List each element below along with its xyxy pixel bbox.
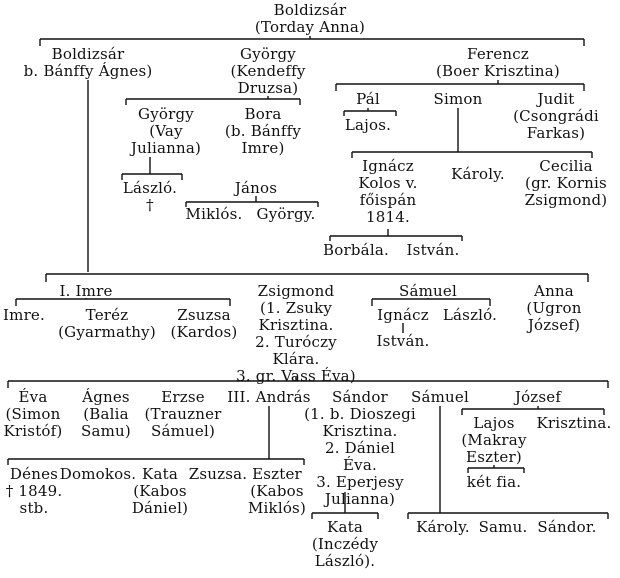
node-karoly-samuel-son: Károly. [416,518,470,536]
node-karoly-simon-son: Károly. [451,165,505,183]
node-gyorgy-vay: György (Vay Julianna) [130,105,202,157]
node-terez: Teréz (Gyarmathy) [58,306,156,341]
node-domokos: Domokos. [59,465,137,483]
node-denes: Dénes † 1849. stb. [5,465,63,517]
node-kata-kabos: Kata (Kabos Dániel) [131,465,189,517]
node-agnes: Ágnes (Balia Samu) [81,388,131,440]
node-sandor-samuel-son: Sándor. [537,518,597,536]
node-zsigmond: Zsigmond (1. Zsuky Krisztina. 2. Turóczy… [236,282,356,385]
node-bora: Bora (b. Bánffy Imre) [224,105,302,157]
node-ignacz-kolos: Ignácz Kolos v. főispán 1814. [358,157,418,226]
node-anna: Anna (Ugron József) [526,282,582,334]
node-kata-inczedy: Kata (Inczédy László). [311,518,379,570]
node-gyorgy-kendeffy: György (Kendeffy Druzsa) [230,45,306,97]
node-eva: Éva (Simon Kristóf) [3,388,63,440]
node-ferencz: Ferencz (Boer Krisztina) [436,45,560,80]
node-imre-son: Imre. [3,306,45,324]
node-janos: János [234,179,278,197]
node-cecilia: Cecilia (gr. Kornis Zsigmond) [524,157,608,209]
node-pal: Pál [356,90,380,108]
node-judit: Judit (Csongrádi Farkas) [513,90,599,142]
node-samu: Samu. [478,518,528,536]
node-samuel-younger: Sámuel [411,388,469,406]
node-andras-iii: III. András [227,388,311,406]
node-samuel-elder: Sámuel [399,282,457,300]
node-sandor: Sándor (1. b. Dioszegi Krisztina. 2. Dán… [304,388,416,508]
node-ignacz-samuel-son: Ignácz [377,306,429,324]
node-imre-i: I. Imre [59,282,113,300]
node-ket-fia: két fia. [466,473,522,491]
node-gyorgy-son: György. [256,205,316,223]
node-istvan-grandson: István. [376,332,430,350]
node-zsuzsa-kardos: Zsuzsa (Kardos) [170,306,238,341]
node-boldizsar-root: Boldizsár (Torday Anna) [254,1,366,36]
node-lajos-makray: Lajos (Makray Eszter) [461,414,527,466]
node-laszlo-samuel-son: László. [442,306,498,324]
node-simon: Simon [433,90,483,108]
node-istvan-ignacz-son: István. [406,241,460,259]
node-lajos-pal-son: Lajos. [344,116,392,134]
node-eszter: Eszter (Kabos Miklós) [247,465,307,517]
node-borbala: Borbála. [323,241,389,259]
node-krisztina: Krisztina. [536,414,612,432]
node-zsuzsa-andras-daughter: Zsuzsa. [188,465,248,483]
node-laszlo-deceased: László. † [122,179,178,214]
node-erzse: Erzse (Trauzner Sámuel) [144,388,222,440]
node-miklos: Miklós. [185,205,243,223]
node-jozsef: József [514,388,562,406]
node-boldizsar-banffy: Boldizsár b. Bánffy Ágnes) [23,45,153,80]
